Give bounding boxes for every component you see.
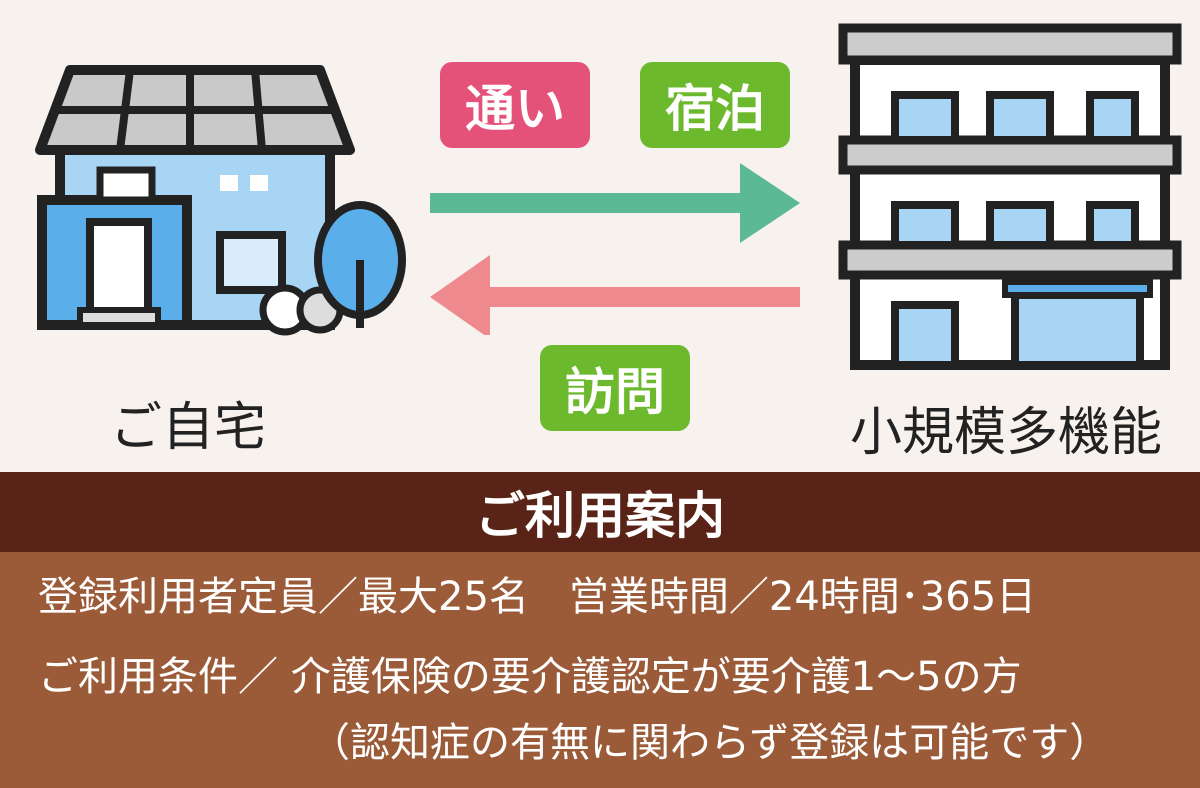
label-shukuhaku: 宿泊 [640,62,790,148]
facility-building-icon [838,23,1182,370]
section-title: ご利用案内 [0,472,1200,552]
label-tsuui: 通い [440,62,590,148]
facility-caption: 小規模多機能 [850,403,1163,463]
label-houmon: 訪問 [540,345,690,431]
house-icon [35,65,406,336]
info-conditions: ご利用条件／ 介護保険の要介護認定が要介護1～5の方 [38,654,1022,700]
arrow-left [430,255,800,335]
info-panel: 登録利用者定員／最大25名 営業時間／24時間･365日 ご利用条件／ 介護保険… [0,552,1200,788]
info-capacity-hours: 登録利用者定員／最大25名 営業時間／24時間･365日 [38,574,1037,620]
info-note: （認知症の有無に関わらず登録は可能です） [310,720,1110,766]
home-caption: ご自宅 [110,398,267,458]
arrow-right [430,163,800,243]
